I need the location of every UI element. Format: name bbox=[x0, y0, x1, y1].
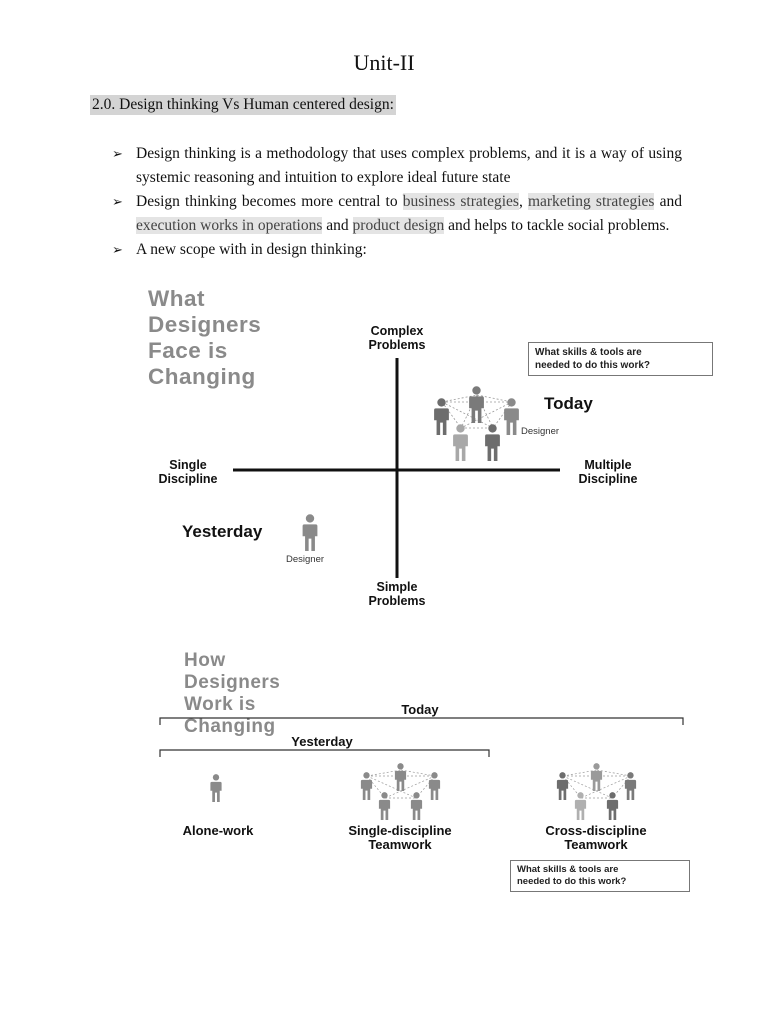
designer-label: Designer bbox=[286, 554, 325, 565]
figure-1-title: What Designers Face is Changing bbox=[148, 286, 262, 389]
bullet-text: A new scope with in design thinking: bbox=[136, 241, 367, 258]
person-icon bbox=[378, 792, 391, 820]
person-icon bbox=[210, 774, 222, 802]
arrowhead-bullet-icon: ➢ bbox=[112, 194, 123, 209]
team-network-lines bbox=[441, 394, 513, 429]
bullet-text: and bbox=[654, 193, 682, 210]
alone-work-label: Alone-work bbox=[182, 823, 254, 838]
bullet-text: , bbox=[518, 193, 528, 210]
section-heading: 2.0. Design thinking Vs Human centered d… bbox=[90, 95, 396, 115]
bullet-text: Design thinking becomes more central to bbox=[136, 193, 403, 210]
arrowhead-bullet-icon: ➢ bbox=[112, 146, 123, 161]
bullet-item: ➢ Design thinking becomes more central t… bbox=[112, 190, 682, 238]
arrowhead-bullet-icon: ➢ bbox=[112, 242, 123, 257]
today-bracket bbox=[159, 717, 684, 725]
person-icon bbox=[428, 772, 441, 800]
yesterday-label: Yesterday bbox=[182, 522, 263, 541]
page-title: Unit-II bbox=[353, 50, 415, 75]
bullet-item: ➢ A new scope with in design thinking: bbox=[112, 238, 682, 262]
bullet-text: Design thinking is a methodology that us… bbox=[136, 145, 682, 186]
person-icon bbox=[574, 792, 587, 820]
team-network-lines bbox=[562, 769, 632, 799]
yesterday-bracket bbox=[159, 749, 490, 757]
today-label: Today bbox=[401, 702, 439, 717]
person-icon bbox=[360, 772, 373, 800]
highlight-product-design: product design bbox=[352, 217, 445, 234]
person-icon bbox=[394, 763, 407, 791]
highlight-marketing-strategies: marketing strategies bbox=[527, 193, 655, 210]
figure-2-title: How Designers Work is Changing bbox=[184, 650, 281, 737]
bullet-item: ➢ Design thinking is a methodology that … bbox=[112, 142, 682, 190]
highlight-business-strategies: business strategies bbox=[402, 193, 519, 210]
person-icon bbox=[590, 763, 603, 791]
bullet-text: and bbox=[322, 217, 353, 234]
bullet-list: ➢ Design thinking is a methodology that … bbox=[112, 142, 682, 262]
highlight-execution-works: execution works in operations bbox=[136, 217, 323, 234]
yesterday-label: Yesterday bbox=[291, 734, 353, 749]
designer-label: Designer bbox=[521, 426, 560, 437]
person-icon bbox=[624, 772, 637, 800]
person-icon bbox=[556, 772, 569, 800]
today-label: Today bbox=[544, 394, 593, 413]
bullet-text: and helps to tackle social problems. bbox=[444, 217, 670, 234]
